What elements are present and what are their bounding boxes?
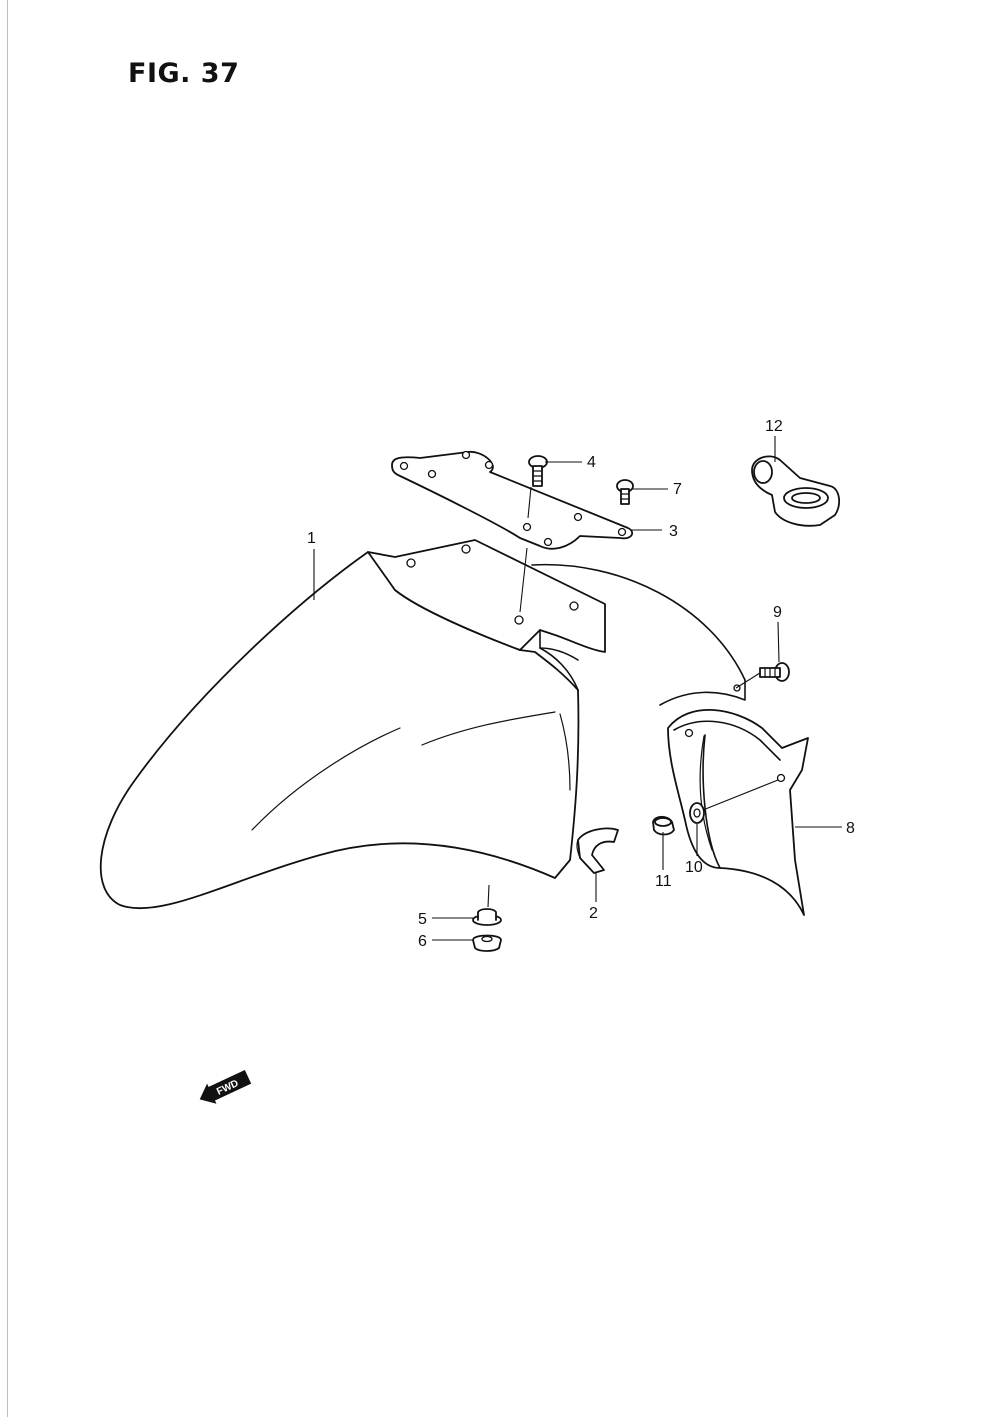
fwd-label: FWD	[215, 1078, 240, 1098]
part-5-nut	[472, 908, 502, 926]
callout-7: 7	[673, 481, 682, 498]
callout-4: 4	[587, 454, 596, 471]
arrow-left-icon	[199, 1070, 252, 1104]
callout-10: 10	[685, 859, 703, 876]
part-10-washer	[689, 802, 705, 824]
fwd-direction-marker: FWD	[199, 1070, 252, 1104]
callout-3: 3	[669, 523, 678, 540]
callout-8: 8	[846, 820, 855, 837]
callout-numbers: 1 2 3 4 5 6 7 8 9 10 11 12	[307, 418, 855, 950]
part-3-fender-bracket	[391, 450, 634, 550]
callout-12: 12	[765, 418, 783, 435]
part-11-nut	[652, 815, 675, 836]
callout-1: 1	[307, 530, 316, 547]
part-4-screw	[528, 455, 548, 487]
part-8-rear-inner-fender	[667, 708, 809, 916]
figure-title: FIG. 37	[128, 58, 240, 89]
callout-9: 9	[773, 604, 782, 621]
part-9-screw	[759, 662, 790, 682]
callout-2: 2	[589, 905, 598, 922]
part-12-cable-guide	[751, 455, 841, 527]
part-1-front-fender	[99, 539, 746, 910]
callout-5: 5	[418, 911, 427, 928]
assembly-lines	[487, 486, 779, 908]
page-edge-rule	[7, 0, 8, 1417]
callout-leaders	[313, 436, 842, 941]
part-6-nut	[472, 934, 502, 952]
part-7-screw	[616, 479, 634, 505]
part-2-clamp	[576, 827, 619, 874]
callout-11: 11	[655, 873, 672, 890]
callout-6: 6	[418, 933, 427, 950]
